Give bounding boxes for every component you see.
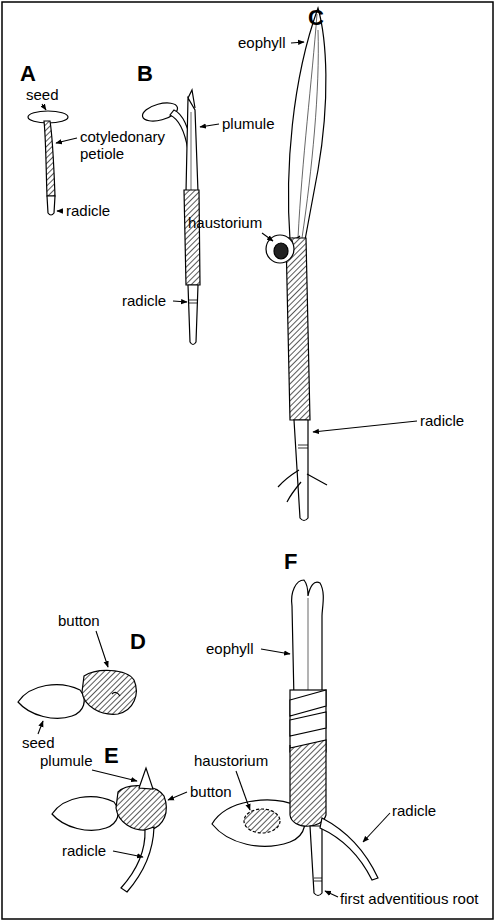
seedling-f-part (290, 740, 326, 826)
seedling-e (52, 768, 166, 892)
seedling-c-part (286, 238, 310, 420)
seedling-d-part (112, 692, 120, 696)
seedling-b-part (189, 300, 197, 303)
seedling-c-part (274, 243, 288, 259)
part-label: cotyledonary petiole (80, 128, 176, 162)
part-label: first adventitious root (340, 890, 478, 907)
seedling-c-part (278, 470, 327, 502)
leader-line-part (325, 891, 338, 897)
part-label: seed (26, 86, 59, 103)
figure-letter: B (137, 62, 153, 86)
part-label: haustorium (194, 752, 268, 769)
leader-line-part (313, 421, 417, 432)
part-label: plumule (40, 752, 93, 769)
part-label: radicle (392, 802, 436, 819)
seedling-e-part (52, 797, 118, 831)
seedling-e-part (116, 786, 166, 831)
seedling-e-part (121, 827, 154, 892)
seedling-b-part (188, 90, 195, 108)
part-label: seed (22, 734, 55, 751)
leader-line-part (38, 721, 43, 734)
leader-line-part (96, 631, 108, 667)
figure-letter: C (308, 6, 324, 30)
seedling-c-part (288, 8, 325, 240)
seedling-c-part (302, 30, 318, 238)
seedling-a (28, 111, 68, 215)
leader-line-part (57, 210, 63, 211)
leader-line-part (56, 138, 77, 143)
seedling-d-part (82, 670, 136, 714)
seedling-f-part (320, 818, 378, 880)
seedling-f (212, 580, 378, 896)
part-label: button (58, 612, 100, 629)
leader-line-part (261, 649, 290, 654)
seedling-e-part (139, 768, 153, 789)
figure-letter: F (284, 550, 297, 574)
leader-line (38, 42, 417, 897)
part-label: radicle (122, 292, 166, 309)
seedling-b-part (188, 285, 198, 345)
part-label: radicle (66, 202, 110, 219)
seedling-b-part (184, 190, 200, 285)
leader-line-part (262, 233, 273, 241)
figure-letter: D (130, 630, 146, 654)
seedling-a-part (44, 121, 55, 196)
leader-line-part (42, 104, 46, 110)
seedling-f-part (314, 878, 322, 881)
seedling-f-part (308, 598, 309, 700)
seedling-f-part (292, 580, 324, 700)
seedling-f-part (244, 809, 280, 833)
figure-letter: A (20, 62, 36, 86)
seedling-f-part (290, 690, 326, 716)
seedling-b-part (191, 112, 192, 190)
leader-line-part (173, 301, 187, 302)
leader-line-part (92, 770, 137, 781)
leader-line-part (168, 792, 187, 800)
seedling-a-part (47, 196, 55, 215)
leader-line-part (363, 813, 390, 842)
leader-line-part (236, 771, 250, 810)
seedling-c-part (298, 445, 308, 448)
leader-line-part (200, 124, 219, 127)
seedling-f-part (290, 712, 326, 736)
seedling-d-part (18, 685, 84, 719)
part-label: eophyll (238, 34, 286, 51)
seedling-c-part (294, 420, 308, 521)
part-label: radicle (420, 412, 464, 429)
figure-letter: E (104, 744, 119, 768)
part-label: button (190, 783, 232, 800)
leader-line-part (113, 851, 143, 857)
seedling-b-part (186, 98, 198, 192)
part-label: radicle (62, 842, 106, 859)
leader-line-part (291, 42, 304, 43)
seedling-c-part (298, 14, 317, 238)
part-label: haustorium (188, 214, 262, 231)
seedling-f-part (310, 826, 322, 896)
seedling-d (18, 670, 136, 718)
part-label: plumule (222, 115, 275, 132)
part-label: eophyll (206, 640, 254, 657)
seedling-c (266, 8, 327, 521)
